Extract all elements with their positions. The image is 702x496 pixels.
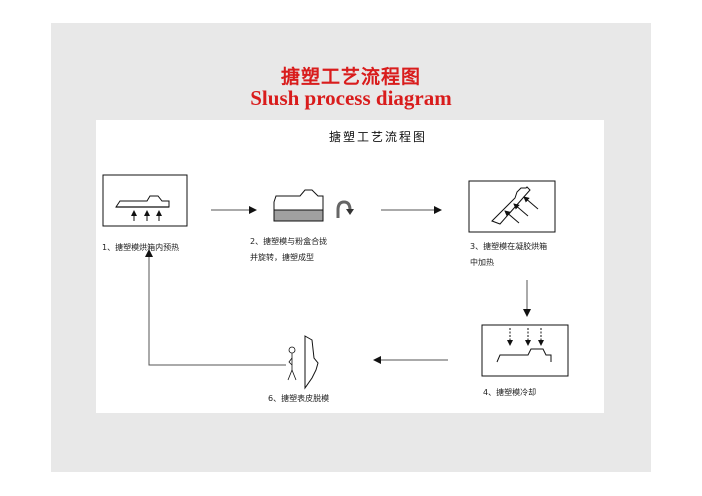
step3-gel-oven-heating-icon bbox=[468, 180, 556, 233]
step2-mold-powder-box-icon bbox=[273, 189, 324, 222]
step2-label-line2: 并旋转，搪塑成型 bbox=[250, 253, 314, 262]
slide-title-english: Slush process diagram bbox=[250, 86, 452, 110]
step4-label-line1: 4、搪塑模冷却 bbox=[483, 388, 537, 397]
arrow-step6-to-step1-return bbox=[145, 249, 286, 366]
step2-label: 2、搪塑模与粉盒合拢 并旋转，搪塑成型 bbox=[250, 234, 327, 266]
step1-oven-preheat-icon bbox=[102, 174, 188, 227]
diagram-canvas bbox=[102, 174, 569, 390]
rotate-icon bbox=[336, 200, 354, 218]
step1-label-line1: 1、搪塑模烘箱内预热 bbox=[102, 243, 180, 252]
step1-label: 1、搪塑模烘箱内预热 bbox=[102, 240, 179, 256]
step3-label: 3、搪塑模在凝胶烘箱 中加热 bbox=[470, 239, 547, 271]
step6-label-line1: 6、搪塑表皮脱模 bbox=[268, 394, 330, 403]
step4-mold-cooling-icon bbox=[481, 324, 569, 377]
step6-demolding-icon bbox=[287, 335, 319, 390]
diagram-title: 搪塑工艺流程图 bbox=[329, 130, 428, 144]
step6-label: 6、搪塑表皮脱模 bbox=[268, 391, 329, 407]
slide-title-chinese: 搪塑工艺流程图 bbox=[280, 66, 421, 88]
step4-label: 4、搪塑模冷却 bbox=[483, 385, 536, 401]
process-diagram: 搪塑工艺流程图 1、搪塑模烘箱内预热 2、搪塑模与粉盒合拢 并旋转，搪塑成型 3… bbox=[96, 120, 604, 413]
step3-label-line1: 3、搪塑模在凝胶烘箱 bbox=[470, 242, 548, 251]
step3-label-line2: 中加热 bbox=[470, 258, 494, 267]
step2-label-line1: 2、搪塑模与粉盒合拢 bbox=[250, 237, 328, 246]
